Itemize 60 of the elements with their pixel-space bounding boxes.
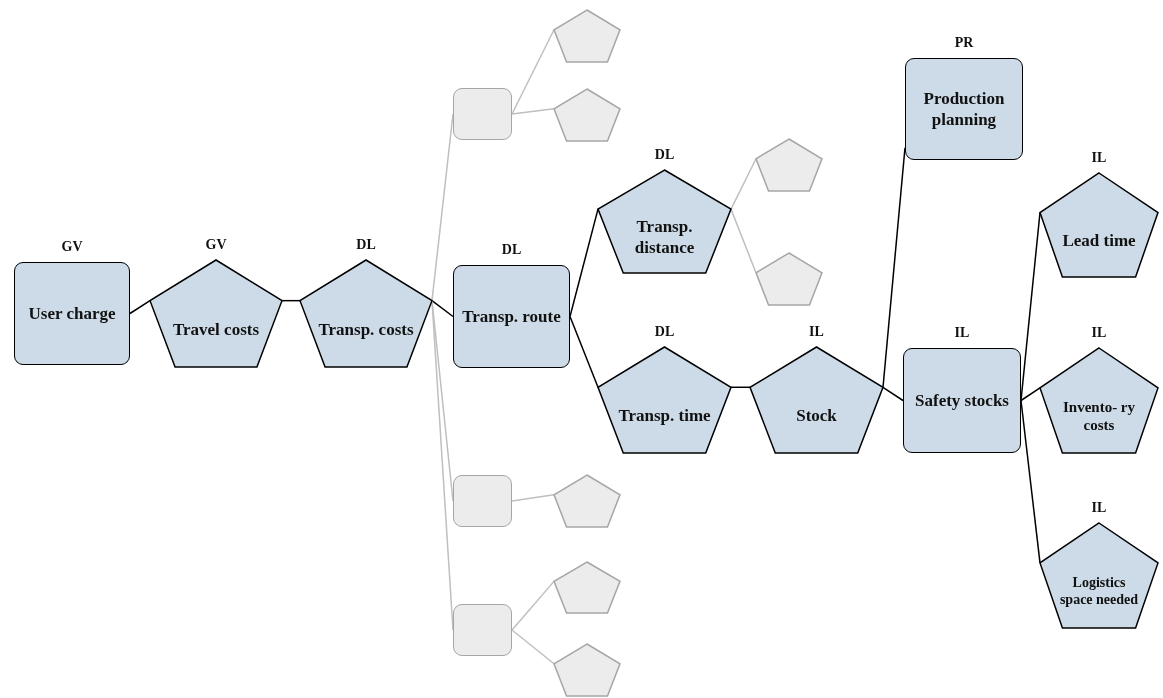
rounded-box (903, 348, 1021, 453)
connector-line (730, 386, 751, 389)
node-label: User charge (28, 302, 116, 325)
category-tag: GV (14, 239, 130, 255)
pentagon-node (554, 562, 620, 613)
category-tag: IL (1040, 325, 1158, 341)
connector-line (882, 386, 904, 402)
pentagon-node (1040, 348, 1158, 453)
rounded-box (453, 88, 512, 140)
pentagon-node (300, 260, 432, 367)
connector-line (511, 108, 555, 115)
connector-line (569, 315, 599, 389)
category-tag: DL (598, 147, 731, 163)
node-label: Logistics space needed (1058, 573, 1140, 609)
pentagon-node (598, 170, 731, 273)
rounded-box (905, 58, 1023, 160)
category-tag: IL (1040, 500, 1158, 516)
category-tag: PR (905, 35, 1023, 51)
category-tag: DL (300, 237, 432, 253)
node-label: Travel costs (172, 319, 260, 341)
pentagon-node (554, 10, 620, 62)
rounded-box (14, 262, 130, 365)
category-tag: DL (453, 242, 570, 258)
connector-line (511, 29, 555, 115)
connector-line (569, 208, 599, 318)
pentagon-node (750, 347, 883, 453)
pentagon-node (598, 347, 731, 453)
node-label: Lead time (1062, 230, 1136, 252)
node-label: Safety stocks (915, 389, 1009, 412)
pentagon-node (1040, 523, 1158, 628)
pentagon-node (756, 253, 822, 305)
connector-line (129, 299, 151, 315)
node-label: Stock (796, 405, 837, 427)
connector-line (511, 629, 555, 665)
node-label: Invento- ry costs (1061, 397, 1137, 436)
pentagon-node (756, 139, 822, 191)
rounded-box (453, 265, 570, 368)
connector-line (1020, 387, 1041, 402)
category-tag: GV (150, 237, 282, 253)
connector-line (431, 299, 454, 318)
category-tag: IL (903, 325, 1021, 341)
category-tag: IL (750, 324, 883, 340)
connector-line (730, 208, 757, 274)
category-tag: DL (598, 324, 731, 340)
rounded-box (453, 475, 512, 527)
node-label: Transp. distance (633, 215, 696, 259)
node-label: Transp. costs (318, 319, 414, 341)
pentagon-node (554, 89, 620, 141)
node-label: Transp. route (462, 305, 561, 328)
connector-line (730, 158, 757, 210)
pentagon-node (554, 644, 620, 696)
node-label: Production planning (922, 87, 1006, 131)
node-label: Transp. time (618, 405, 711, 427)
category-tag: IL (1040, 150, 1158, 166)
connector-line (511, 580, 555, 631)
connector-line (511, 494, 555, 502)
rounded-box (453, 604, 512, 656)
pentagon-node (1040, 173, 1158, 277)
pentagon-node (150, 260, 282, 367)
pentagon-node (554, 475, 620, 527)
